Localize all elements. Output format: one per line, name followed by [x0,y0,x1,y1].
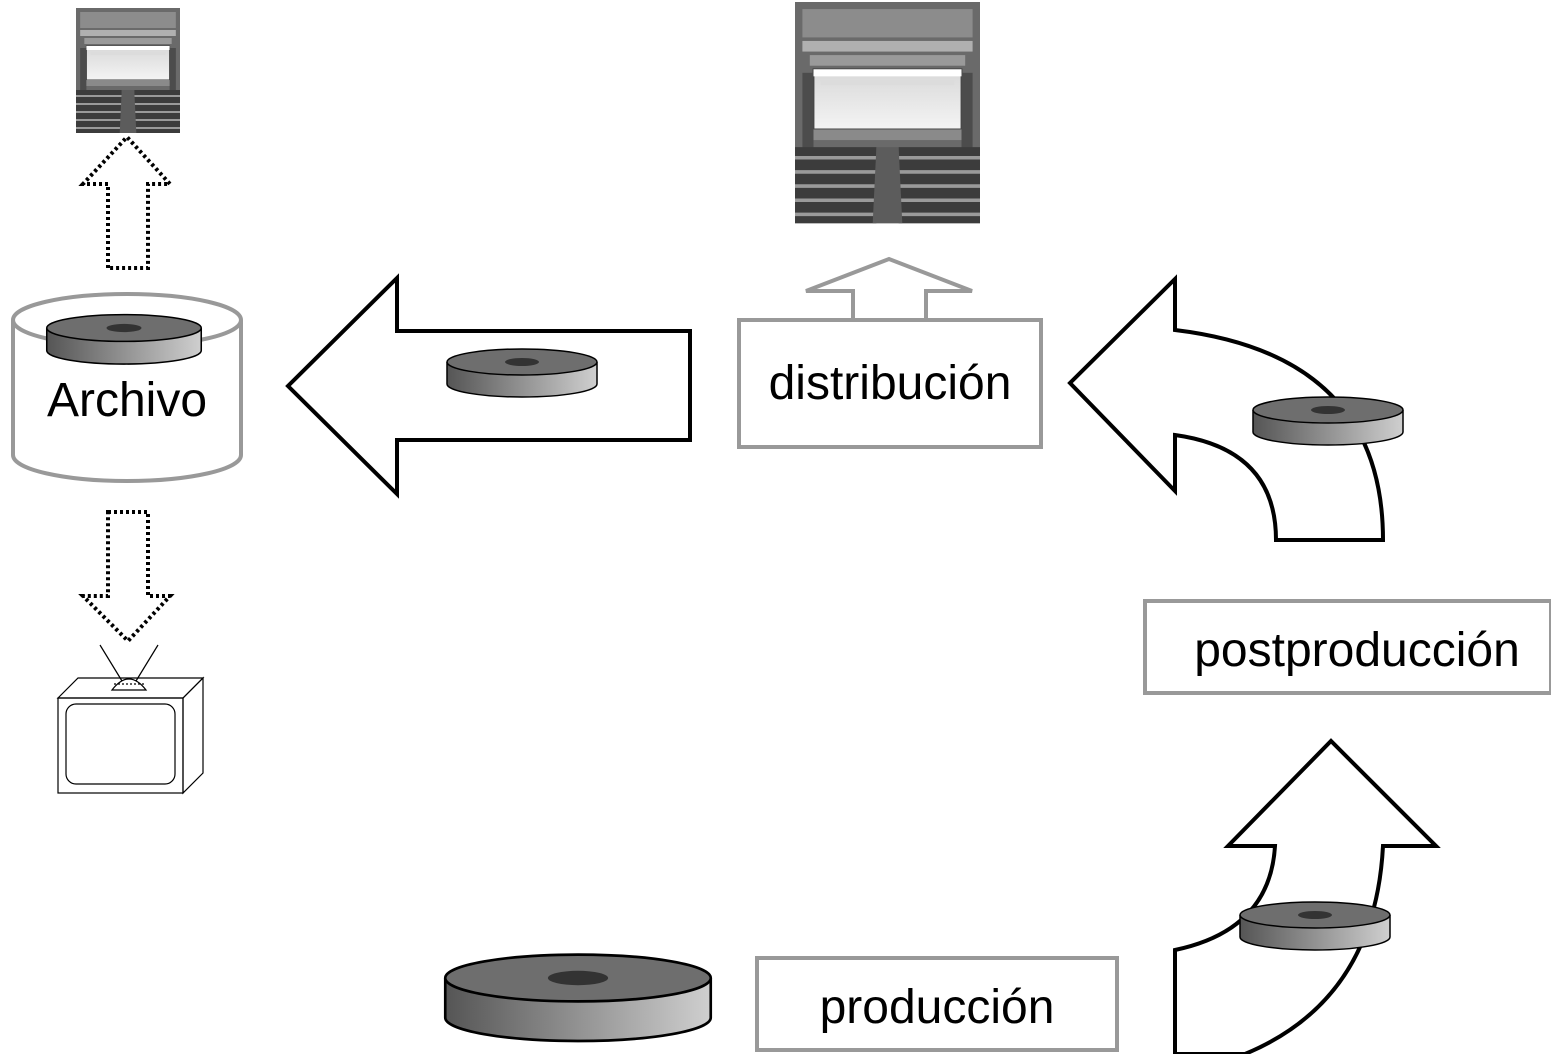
archivo-label: Archivo [47,374,207,427]
theater-photo-small [74,6,182,135]
reel-on-rising-arrow-icon [1239,901,1391,951]
dotted-arrow-down [78,510,175,644]
curved-arrow-to-distribution [1067,274,1386,542]
postproduction-box [1143,599,1551,695]
reel-on-curved-arrow-icon [1252,396,1404,446]
distribution-box [737,256,1043,449]
production-reel-icon [443,953,713,1043]
distribucion-label: distribución [769,357,1012,410]
archive-reel-icon [45,313,203,365]
theater-photo-large [793,0,982,226]
reel-in-transit-icon [446,348,598,398]
tv-icon [56,644,205,795]
postproduccion-label: postproducción [1194,624,1520,677]
curved-arrow-to-postproduction [1173,738,1441,1054]
dotted-arrow-up [78,134,175,270]
produccion-label: producción [820,981,1055,1034]
production-box [755,956,1119,1052]
